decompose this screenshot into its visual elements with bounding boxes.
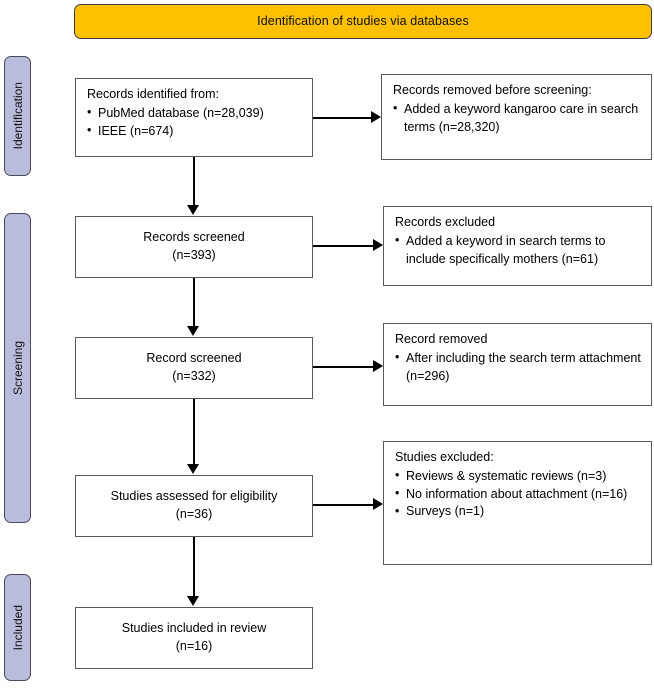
box-studies-assessed-count: (n=36) bbox=[175, 507, 213, 521]
list-item: Added a keyword kangaroo care in search … bbox=[393, 100, 642, 137]
stage-label-included-text: Included bbox=[10, 604, 25, 651]
box-studies-assessed-line1: Studies assessed for eligibility bbox=[110, 489, 278, 504]
box-record-screened-line1: Record screened bbox=[146, 351, 242, 366]
header-banner-label: Identification of studies via databases bbox=[257, 14, 469, 29]
arrow-head-down-icon bbox=[187, 464, 199, 474]
box-studies-excluded-bullets: Reviews & systematic reviews (n=3) No in… bbox=[395, 467, 642, 521]
box-records-identified-title: Records identified from: bbox=[87, 87, 220, 101]
box-records-removed-title: Records removed before screening: bbox=[393, 83, 592, 97]
box-records-excluded: Records excluded Added a keyword in sear… bbox=[383, 206, 652, 286]
box-records-identified: Records identified from: PubMed database… bbox=[75, 78, 313, 157]
box-records-screened-line1: Records screened bbox=[143, 230, 245, 245]
header-banner: Identification of studies via databases bbox=[74, 4, 652, 39]
box-records-excluded-title: Records excluded bbox=[395, 215, 496, 229]
box-studies-included-line1: Studies included in review bbox=[121, 621, 267, 636]
list-item: After including the search term attachme… bbox=[395, 349, 642, 386]
arrow-head-down-icon bbox=[187, 326, 199, 336]
list-item: No information about attachment (n=16) bbox=[395, 485, 642, 504]
box-studies-assessed: Studies assessed for eligibility (n=36) bbox=[75, 475, 313, 537]
box-record-removed-title: Record removed bbox=[395, 332, 488, 346]
stage-label-identification: Identification bbox=[4, 56, 31, 176]
box-record-removed-bullets: After including the search term attachme… bbox=[395, 349, 642, 386]
arrow-head-right-icon bbox=[373, 360, 383, 372]
list-item: Added a keyword in search terms to inclu… bbox=[395, 232, 642, 269]
box-records-screened-count: (n=393) bbox=[172, 248, 216, 262]
box-studies-included: Studies included in review (n=16) bbox=[75, 607, 313, 669]
box-record-screened: Record screened (n=332) bbox=[75, 337, 313, 399]
connector-arrow-down-3 bbox=[193, 399, 195, 465]
box-record-removed: Record removed After including the searc… bbox=[383, 323, 652, 406]
box-records-excluded-bullets: Added a keyword in search terms to inclu… bbox=[395, 232, 642, 269]
connector-arrow-right-3 bbox=[313, 366, 375, 368]
list-item: IEEE (n=674) bbox=[87, 122, 303, 141]
list-item: Reviews & systematic reviews (n=3) bbox=[395, 467, 642, 486]
stage-label-identification-text: Identification bbox=[10, 82, 25, 150]
connector-arrow-down-1 bbox=[193, 157, 195, 207]
box-records-removed: Records removed before screening: Added … bbox=[381, 74, 652, 160]
stage-label-screening: Screening bbox=[4, 213, 31, 523]
box-records-screened: Records screened (n=393) bbox=[75, 216, 313, 278]
connector-arrow-right-4 bbox=[313, 504, 375, 506]
list-item: Surveys (n=1) bbox=[395, 503, 642, 521]
connector-arrow-down-2 bbox=[193, 278, 195, 328]
arrow-head-right-icon bbox=[373, 239, 383, 251]
arrow-head-right-icon bbox=[371, 111, 381, 123]
box-record-screened-count: (n=332) bbox=[172, 369, 216, 383]
arrow-head-down-icon bbox=[187, 205, 199, 215]
box-studies-excluded-title: Studies excluded: bbox=[395, 450, 494, 464]
stage-label-screening-text: Screening bbox=[10, 340, 25, 396]
connector-arrow-down-4 bbox=[193, 537, 195, 597]
box-records-removed-bullets: Added a keyword kangaroo care in search … bbox=[393, 100, 642, 137]
list-item: PubMed database (n=28,039) bbox=[87, 104, 303, 123]
box-studies-included-count: (n=16) bbox=[175, 639, 213, 653]
arrow-head-right-icon bbox=[373, 498, 383, 510]
stage-label-included: Included bbox=[4, 574, 31, 681]
box-records-identified-bullets: PubMed database (n=28,039) IEEE (n=674) bbox=[87, 104, 303, 141]
connector-arrow-right-2 bbox=[313, 245, 375, 247]
connector-arrow-right-1 bbox=[313, 117, 373, 119]
arrow-head-down-icon bbox=[187, 596, 199, 606]
box-studies-excluded: Studies excluded: Reviews & systematic r… bbox=[383, 441, 652, 565]
